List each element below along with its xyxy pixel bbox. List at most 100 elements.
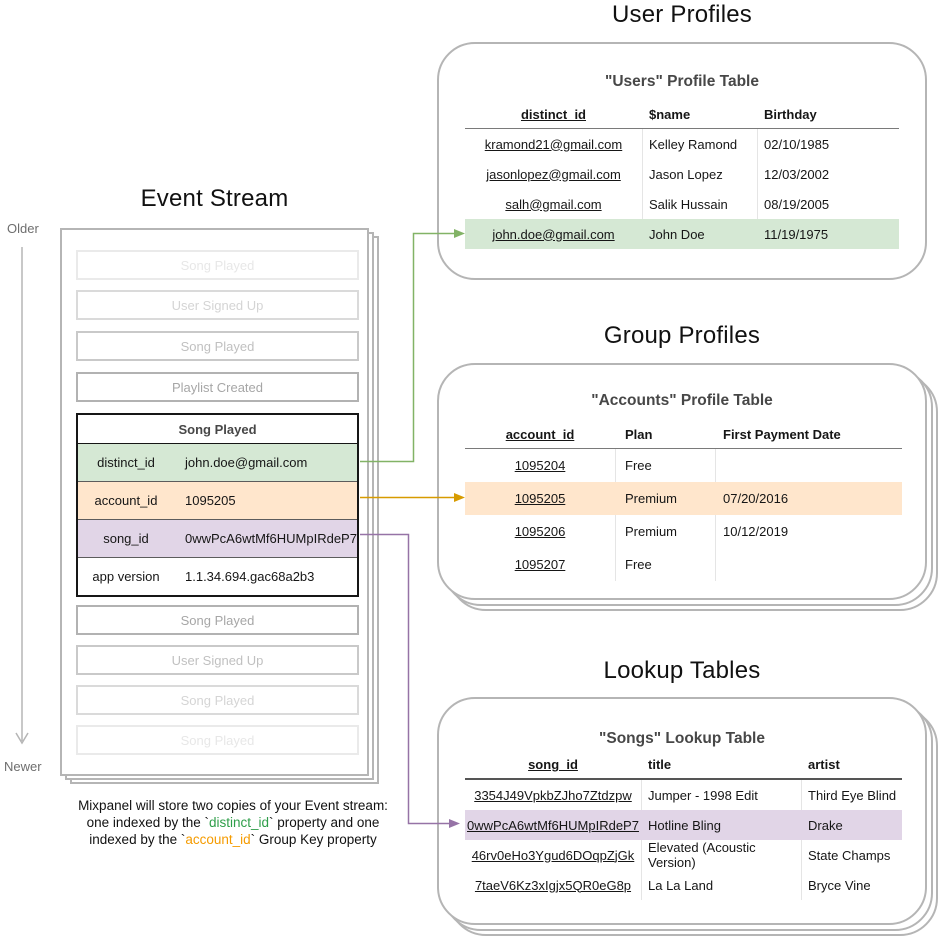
event-property-app-version: app version 1.1.34.694.gac68a2b3 <box>78 558 357 595</box>
cell: 08/19/2005 <box>764 196 830 212</box>
header-plan: Plan <box>625 426 653 442</box>
cell: 11/19/1975 <box>764 226 829 242</box>
cell: 3354J49VpkbZJho7Ztdzpw <box>474 787 632 803</box>
event-box: Song Played <box>76 685 359 715</box>
property-key: distinct_id <box>97 455 155 470</box>
cell: La La Land <box>648 877 714 893</box>
header-title: title <box>648 757 672 772</box>
table-row: 1095207 Free <box>465 548 902 581</box>
property-value: 0wwPcA6wtMf6HUMpIRdeP7 <box>185 531 357 546</box>
cell: 1095206 <box>514 524 566 539</box>
songs-table-header: song_id title artist <box>465 751 902 780</box>
header-name: $name <box>649 106 691 122</box>
timeline-arrowhead-icon <box>15 732 29 745</box>
users-table-header: distinct_id $name Birthday <box>465 100 899 129</box>
event-box: Playlist Created <box>76 372 359 402</box>
cell: salh@gmail.com <box>505 196 602 212</box>
table-row: 1095204 Free <box>465 449 902 482</box>
accounts-table-header: account_id Plan First Payment Date <box>465 420 902 449</box>
property-key: song_id <box>103 531 149 546</box>
songs-table-title: "Songs" Lookup Table <box>599 730 765 747</box>
table-row: 46rv0eHo3Ygud6DOqpZjGk Elevated (Acousti… <box>465 840 902 870</box>
cell: 07/20/2016 <box>723 491 789 506</box>
cell: Hotline Bling <box>648 817 721 833</box>
expanded-event-card: Song Played distinct_id john.doe@gmail.c… <box>76 413 359 597</box>
older-label: Older <box>7 221 39 236</box>
cell: Kelley Ramond <box>649 136 738 152</box>
table-row-highlighted: 1095205 Premium 07/20/2016 <box>465 482 902 515</box>
header-first-payment-date: First Payment Date <box>723 426 841 442</box>
table-row-highlighted: 0wwPcA6wtMf6HUMpIRdeP7 Hotline Bling Dra… <box>465 810 902 840</box>
property-value: 1.1.34.694.gac68a2b3 <box>185 569 315 584</box>
cell: Drake <box>808 817 843 833</box>
account-id-keyword: account_id <box>185 832 251 847</box>
cell: 7taeV6Kz3xIgjx5QR0eG8p <box>474 877 632 893</box>
event-stream-container: Song Played User Signed Up Song Played P… <box>60 228 369 776</box>
table-row: kramond21@gmail.com Kelley Ramond 02/10/… <box>465 129 899 159</box>
header-account-id: account_id <box>505 426 575 442</box>
property-key: app version <box>92 569 160 584</box>
cell: 1095204 <box>514 458 566 473</box>
cell: 10/12/2019 <box>723 524 789 539</box>
property-key: account_id <box>94 493 158 508</box>
event-box: Song Played <box>76 725 359 755</box>
cell: Elevated (Acoustic Version) <box>648 840 756 870</box>
header-artist: artist <box>808 757 840 772</box>
cell: jasonlopez@gmail.com <box>486 166 621 182</box>
header-birthday: Birthday <box>764 106 817 122</box>
cell: Jumper - 1998 Edit <box>648 787 758 803</box>
users-table: distinct_id $name Birthday kramond21@gma… <box>465 100 899 249</box>
table-row: salh@gmail.com Salik Hussain 08/19/2005 <box>465 189 899 219</box>
accounts-profile-card <box>437 363 927 600</box>
cell: 46rv0eHo3Ygud6DOqpZjGk <box>471 847 635 863</box>
cell: 1095207 <box>514 557 566 572</box>
users-table-title: "Users" Profile Table <box>605 73 759 90</box>
expanded-event-title: Song Played <box>78 415 357 444</box>
column-divider <box>642 128 643 249</box>
cell: Premium <box>625 524 678 539</box>
distinct-id-keyword: distinct_id <box>208 815 270 830</box>
cell: 02/10/1985 <box>764 136 830 152</box>
event-property-distinct-id: distinct_id john.doe@gmail.com <box>78 444 357 482</box>
header-song-id: song_id <box>528 757 578 772</box>
cell: 12/03/2002 <box>764 166 830 182</box>
property-value: john.doe@gmail.com <box>185 455 308 470</box>
column-divider <box>757 128 758 249</box>
cell: kramond21@gmail.com <box>484 136 623 152</box>
caption-line-3: indexed by the `account_id` Group Key pr… <box>89 832 377 847</box>
property-value: 1095205 <box>185 493 236 508</box>
event-box: Song Played <box>76 605 359 635</box>
cell: Bryce Vine <box>808 877 871 893</box>
event-box: Song Played <box>76 250 359 280</box>
songs-table: song_id title artist 3354J49VpkbZJho7Ztd… <box>465 751 902 900</box>
user-profiles-section-title: User Profiles <box>612 1 752 28</box>
accounts-table: account_id Plan First Payment Date 10952… <box>465 420 902 581</box>
cell: Free <box>625 458 652 473</box>
caption: Mixpanel will store two copies of your E… <box>13 797 453 848</box>
event-box: User Signed Up <box>76 290 359 320</box>
newer-label: Newer <box>4 759 42 774</box>
caption-line-2: one indexed by the `distinct_id` propert… <box>86 815 380 830</box>
cell: 1095205 <box>514 491 566 506</box>
cell: State Champs <box>808 847 891 863</box>
caption-line-1: Mixpanel will store two copies of your E… <box>78 798 388 813</box>
event-box: User Signed Up <box>76 645 359 675</box>
table-row-highlighted: john.doe@gmail.com John Doe 11/19/1975 <box>465 219 899 249</box>
table-row: 3354J49VpkbZJho7Ztdzpw Jumper - 1998 Edi… <box>465 780 902 810</box>
cell: John Doe <box>649 226 705 242</box>
event-stream-title: Event Stream <box>140 185 289 212</box>
header-distinct-id: distinct_id <box>520 106 586 122</box>
cell: Premium <box>625 491 678 506</box>
cell: Free <box>625 557 652 572</box>
cell: Salik Hussain <box>649 196 728 212</box>
cell: 0wwPcA6wtMf6HUMpIRdeP7 <box>467 817 639 833</box>
accounts-table-title: "Accounts" Profile Table <box>591 392 773 409</box>
lookup-tables-section-title: Lookup Tables <box>603 657 761 684</box>
cell: Third Eye Blind <box>808 787 897 803</box>
cell: john.doe@gmail.com <box>492 226 615 242</box>
table-row: 1095206 Premium 10/12/2019 <box>465 515 902 548</box>
event-box: Song Played <box>76 331 359 361</box>
group-profiles-section-title: Group Profiles <box>603 322 761 349</box>
table-row: jasonlopez@gmail.com Jason Lopez 12/03/2… <box>465 159 899 189</box>
